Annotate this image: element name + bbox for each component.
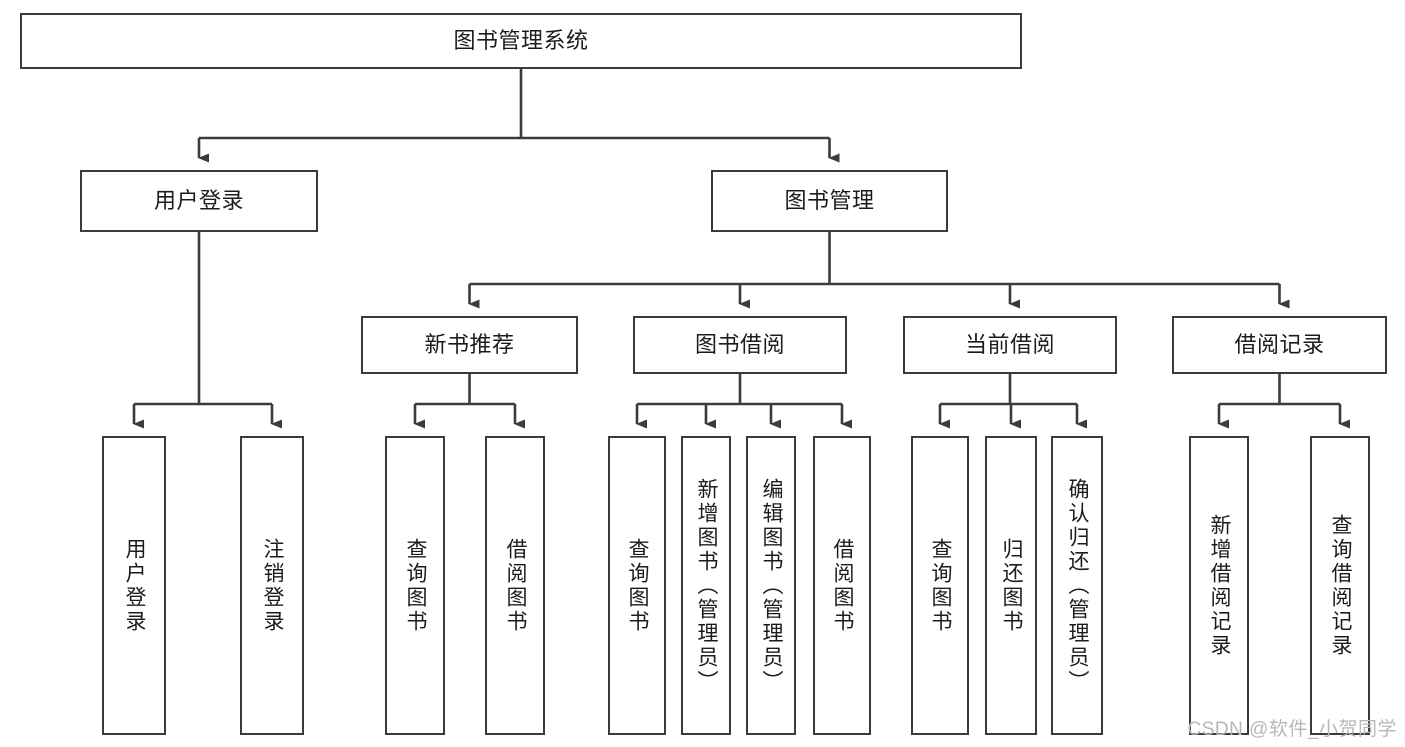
node-leaf-bb-add[interactable]: 新增图书（管理员） <box>681 436 731 735</box>
node-leaf-br-query[interactable]: 查询借阅记录 <box>1310 436 1370 735</box>
node-label: 注销登录 <box>261 537 285 634</box>
edge-bus-borrow-record <box>1219 374 1340 406</box>
node-label: 图书管理系统 <box>453 28 589 54</box>
node-label: 新增借阅记录 <box>1208 513 1232 658</box>
node-label: 归还图书 <box>1000 537 1024 634</box>
edge-bus-new-book-rec <box>415 374 515 406</box>
node-label: 确认归还（管理员） <box>1066 477 1090 694</box>
node-label: 新书推荐 <box>424 332 515 358</box>
node-leaf-bb-borrow[interactable]: 借阅图书 <box>813 436 871 735</box>
node-label: 用户登录 <box>153 188 244 214</box>
watermark-text: CSDN @软件_小贺同学 <box>1187 719 1397 740</box>
node-label: 借阅记录 <box>1234 332 1325 358</box>
node-current-borrow[interactable]: 当前借阅 <box>903 316 1117 374</box>
node-leaf-user-login[interactable]: 用户登录 <box>102 436 166 735</box>
node-user-login[interactable]: 用户登录 <box>80 170 318 232</box>
node-leaf-br-add[interactable]: 新增借阅记录 <box>1189 436 1249 735</box>
node-leaf-rec-query[interactable]: 查询图书 <box>385 436 445 735</box>
node-new-book-rec[interactable]: 新书推荐 <box>361 316 578 374</box>
node-label: 当前借阅 <box>964 332 1055 358</box>
node-label: 编辑图书（管理员） <box>760 477 784 694</box>
node-label: 查询图书 <box>626 537 650 634</box>
node-leaf-rec-borrow[interactable]: 借阅图书 <box>485 436 545 735</box>
node-leaf-cb-confirm[interactable]: 确认归还（管理员） <box>1051 436 1103 735</box>
node-leaf-cb-return[interactable]: 归还图书 <box>985 436 1037 735</box>
edge-bus-current-borrow <box>940 374 1077 406</box>
node-leaf-bb-query[interactable]: 查询图书 <box>608 436 666 735</box>
node-label: 借阅图书 <box>504 537 528 634</box>
edge-bus-root <box>199 69 830 140</box>
node-label: 借阅图书 <box>831 537 855 634</box>
node-leaf-cb-query[interactable]: 查询图书 <box>911 436 969 735</box>
edge-bus-book-manage <box>469 232 1280 286</box>
node-leaf-user-logout[interactable]: 注销登录 <box>240 436 304 735</box>
node-label: 查询图书 <box>404 537 428 634</box>
node-borrow-record[interactable]: 借阅记录 <box>1172 316 1387 374</box>
node-label: 图书管理 <box>784 188 875 214</box>
node-label: 新增图书（管理员） <box>695 477 719 694</box>
node-root[interactable]: 图书管理系统 <box>20 13 1022 69</box>
edge-bus-book-borrow <box>637 374 842 406</box>
node-label: 图书借阅 <box>694 332 785 358</box>
edge-bus-user-login <box>134 232 272 406</box>
node-label: 用户登录 <box>123 537 147 634</box>
node-book-borrow[interactable]: 图书借阅 <box>633 316 847 374</box>
node-book-manage[interactable]: 图书管理 <box>711 170 948 232</box>
node-label: 查询图书 <box>929 537 953 634</box>
node-leaf-bb-edit[interactable]: 编辑图书（管理员） <box>746 436 796 735</box>
node-label: 查询借阅记录 <box>1329 513 1353 658</box>
